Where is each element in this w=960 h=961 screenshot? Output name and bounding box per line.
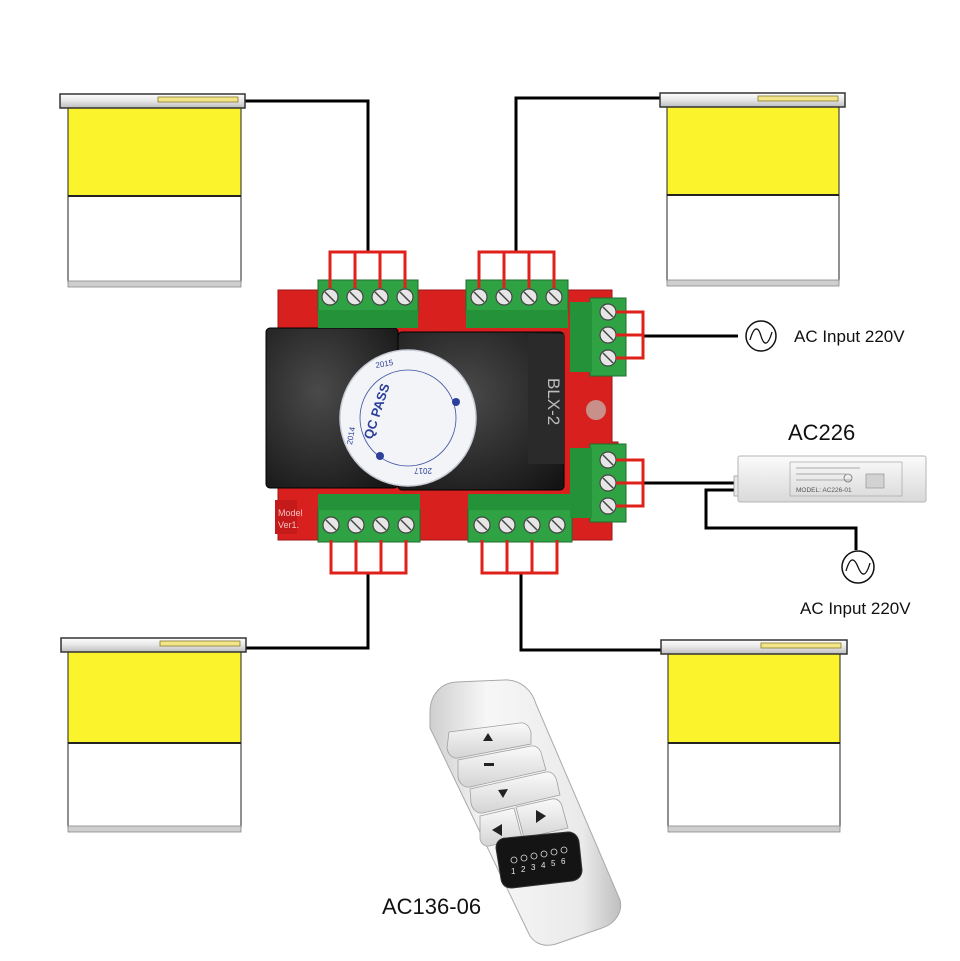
button-stop[interactable] <box>457 745 547 788</box>
blind-top-right <box>659 92 846 287</box>
channel-digit-4: 4 <box>541 861 546 870</box>
ac-source-top <box>745 320 777 352</box>
wire-top-left <box>242 99 370 252</box>
channel-digit-5: 5 <box>551 859 556 868</box>
wire-ac226-to-source <box>704 488 858 550</box>
terminal-block-bottom-right <box>467 494 573 543</box>
channel-display: 1 2 3 4 5 6 <box>495 831 583 889</box>
terminal-block-bottom-left <box>317 494 421 543</box>
svg-text:Model: Model <box>278 508 303 518</box>
wire-top-right <box>514 96 660 252</box>
motor-strip <box>760 642 842 649</box>
terminal-block-top-right <box>465 279 569 328</box>
red-wires <box>328 250 645 575</box>
button-up[interactable] <box>446 722 532 759</box>
blind-bottom-left <box>60 637 247 833</box>
channel-digit-3: 3 <box>531 863 536 872</box>
blind-fabric-upper <box>67 107 242 197</box>
board-model-label: BLX-2 <box>544 378 563 425</box>
ac-input-top-label: AC Input 220V <box>794 327 905 346</box>
terminal-block-side-top <box>570 297 627 377</box>
motor-strip <box>757 95 839 102</box>
blind-fabric-lower <box>667 742 841 828</box>
button-down[interactable] <box>469 771 561 814</box>
ac-source-bottom <box>841 550 875 584</box>
seal-year-2: 2015 <box>375 358 395 370</box>
channel-digit-6: 6 <box>561 857 566 866</box>
blind-bottom-bar <box>67 280 242 288</box>
blind-fabric-lower <box>666 194 840 282</box>
svg-text:Ver1.: Ver1. <box>278 520 299 530</box>
seal-dot-right <box>452 398 460 406</box>
button-channel-next[interactable] <box>515 798 569 839</box>
qc-seal: QC PASS 2014 2015 2017 <box>339 349 477 487</box>
blind-fabric-upper <box>666 105 840 196</box>
seal-year-3: 2017 <box>414 466 432 475</box>
blind-top-left <box>59 93 246 288</box>
black-wires <box>242 96 858 652</box>
terminal-block-top-left <box>317 279 419 328</box>
remote-label: AC136-06 <box>382 894 481 919</box>
blind-bottom-bar <box>67 825 242 833</box>
ac226-module: MODEL: AC226-01 <box>733 455 927 503</box>
blind-fabric-upper <box>667 652 841 744</box>
seal-dot-left <box>376 452 384 460</box>
ac-input-bottom-label: AC Input 220V <box>800 599 911 618</box>
channel-digit-1: 1 <box>511 867 516 876</box>
seal-year-1: 2014 <box>345 426 357 446</box>
mount-hole <box>586 400 606 420</box>
blind-bottom-bar <box>666 279 840 287</box>
blind-bottom-right <box>660 639 848 833</box>
wire-bottom-left <box>245 573 370 650</box>
blind-bottom-bar <box>667 825 841 833</box>
ac226-label: AC226 <box>788 420 855 445</box>
blind-fabric-upper <box>67 650 242 744</box>
wire-bottom-right <box>519 573 665 652</box>
control-board: Model Ver1. BLX-2 QC PASS 2014 2015 2017 <box>265 279 627 543</box>
motor-strip <box>157 96 239 103</box>
ac226-model-text: MODEL: AC226-01 <box>796 487 852 494</box>
blind-fabric-lower <box>67 742 242 828</box>
channel-digit-2: 2 <box>521 865 526 874</box>
remote-control: 1 2 3 4 5 6 <box>429 679 622 946</box>
motor-strip <box>159 640 241 647</box>
blind-fabric-lower <box>67 195 242 283</box>
